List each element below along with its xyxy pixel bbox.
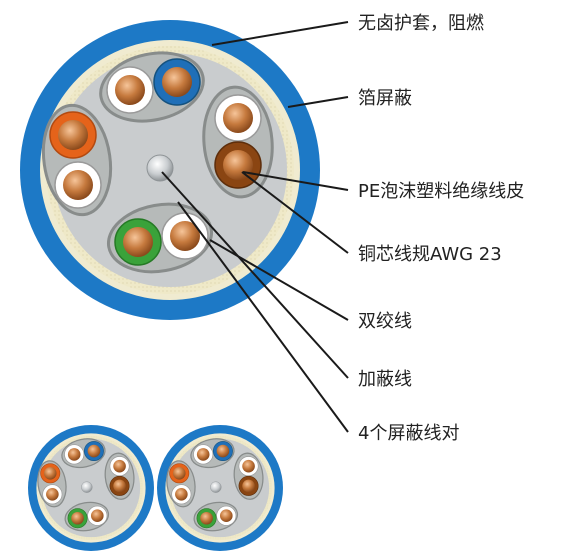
- dual-cable-mini-right: [156, 424, 284, 552]
- pointer-lines: [161, 21, 349, 433]
- label-copper-core: 铜芯线规AWG 23: [358, 244, 502, 265]
- label-pe-foam-insulation: PE泡沫塑料绝缘线皮: [358, 181, 524, 202]
- pointer-line-twisted-pair: [209, 239, 349, 321]
- label-foil-shield: 箔屏蔽: [358, 88, 412, 109]
- label-drain-wire: 加蔽线: [358, 369, 412, 390]
- pointer-line-pe-foam: [242, 171, 349, 191]
- dual-cable-mini-left: [27, 424, 155, 552]
- pointer-line-copper: [241, 171, 349, 254]
- pointer-line-drain-wire: [161, 171, 349, 379]
- pointer-line-foil: [287, 96, 349, 108]
- pointer-line-jacket: [211, 21, 349, 46]
- label-shielded-pairs: 4个屏蔽线对: [358, 423, 459, 444]
- label-twisted-pair: 双绞线: [358, 311, 412, 332]
- label-jacket: 无卤护套，阻燃: [358, 13, 484, 34]
- main-cable-cross-section: [18, 18, 322, 322]
- pointer-line-shielded-pairs: [177, 201, 349, 433]
